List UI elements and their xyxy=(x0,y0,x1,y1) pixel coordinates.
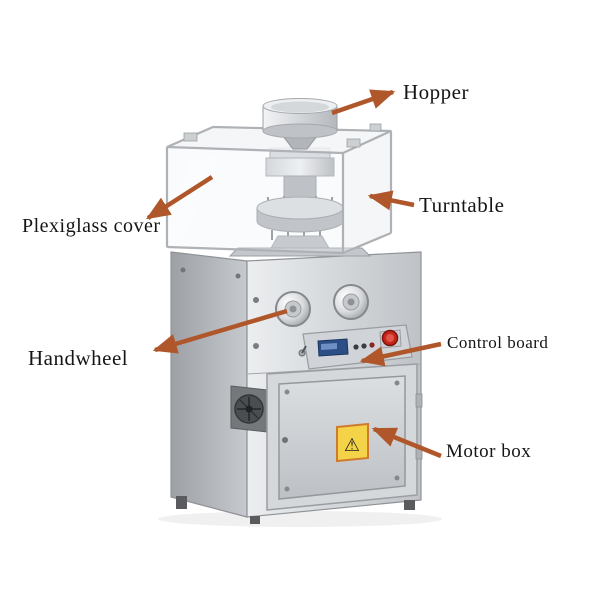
warning-icon: ⚠ xyxy=(344,435,360,456)
door-screw xyxy=(284,486,290,492)
plexiglass-cover-arrow xyxy=(145,175,214,220)
handwheel-arrow xyxy=(152,308,288,354)
label-handwheel: Handwheel xyxy=(28,346,129,370)
motor-box-door: ⚠ xyxy=(266,363,423,511)
hopper-part xyxy=(262,98,338,150)
handwheel-right xyxy=(333,284,369,320)
panel-button xyxy=(353,344,359,350)
glass-reflection xyxy=(162,156,220,240)
warning-sticker: ⚠ xyxy=(336,422,369,463)
label-control-board: Control board xyxy=(447,333,549,352)
label-hopper: Hopper xyxy=(403,80,469,104)
cover-clamp xyxy=(369,123,382,132)
bolt xyxy=(180,267,186,273)
emergency-stop-button xyxy=(379,329,402,349)
door-hinge xyxy=(415,393,423,408)
cover-clamp xyxy=(346,138,361,148)
label-motor-box: Motor box xyxy=(446,441,532,462)
turntable-arrow xyxy=(367,190,415,211)
panel-button xyxy=(361,343,367,349)
ground-shadow xyxy=(158,511,442,527)
machine-foot xyxy=(404,500,415,510)
label-plexiglass-cover: Plexiglass cover xyxy=(22,215,161,237)
cover-clamp xyxy=(183,132,198,142)
label-turntable: Turntable xyxy=(419,193,505,217)
handwheel-left xyxy=(275,291,311,327)
control-board-arrow xyxy=(359,341,442,367)
motor-box-arrow xyxy=(371,426,442,459)
fan-vent xyxy=(230,385,268,433)
door-screw xyxy=(394,380,400,386)
hopper-arrow xyxy=(331,89,396,116)
door-screw xyxy=(284,389,290,395)
annotation-arrows xyxy=(145,89,442,459)
machine-foot xyxy=(250,516,260,524)
machine-foot xyxy=(176,496,187,509)
handwheels xyxy=(275,284,369,327)
bolt xyxy=(253,343,259,349)
display-screen-glow xyxy=(321,343,337,350)
bolt xyxy=(235,273,241,279)
toggle-lever xyxy=(301,345,307,354)
cabinet-side-panel xyxy=(170,251,248,518)
bolt xyxy=(253,297,259,303)
plexiglass-cover-part xyxy=(162,123,393,255)
door-screw xyxy=(394,475,400,481)
panel-button xyxy=(369,342,375,348)
door-lock xyxy=(282,437,288,443)
